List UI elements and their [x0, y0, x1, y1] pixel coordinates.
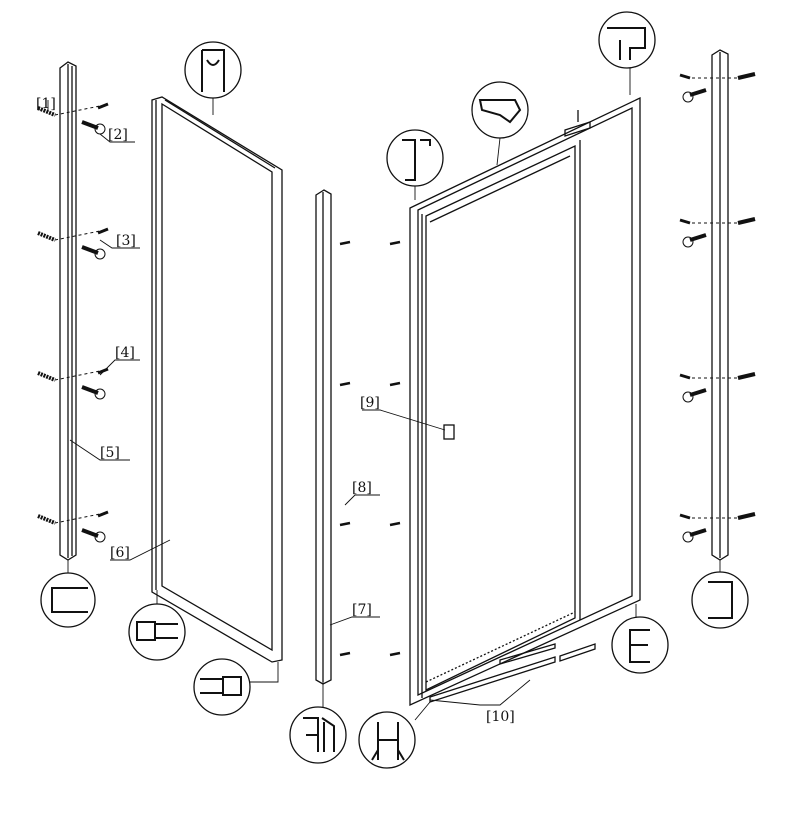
right-wall-profile: [711, 49, 729, 561]
bottom-seals: [429, 643, 596, 703]
callout-10: 10: [486, 710, 515, 724]
door-handle: [443, 424, 455, 440]
center-pins: [339, 240, 401, 657]
callout-5: 5: [100, 446, 120, 460]
callout-8: 8: [352, 481, 372, 495]
callout-9: 9: [360, 396, 380, 410]
left-wall-screws: [36, 102, 110, 544]
callout-4: 4: [115, 346, 135, 360]
callout-3: 3: [116, 234, 136, 248]
fixed-glass-panel: [151, 96, 283, 663]
pivot-door-frame: [409, 96, 641, 707]
callout-2: 2: [108, 128, 128, 142]
center-profile: [315, 189, 332, 685]
profile-detail-circles: [40, 11, 749, 769]
callout-1: 1: [36, 97, 56, 111]
left-wall-profile: [59, 61, 77, 561]
callout-7: 7: [352, 603, 372, 617]
callout-6: 6: [110, 546, 130, 560]
right-wall-screws: [678, 72, 757, 544]
